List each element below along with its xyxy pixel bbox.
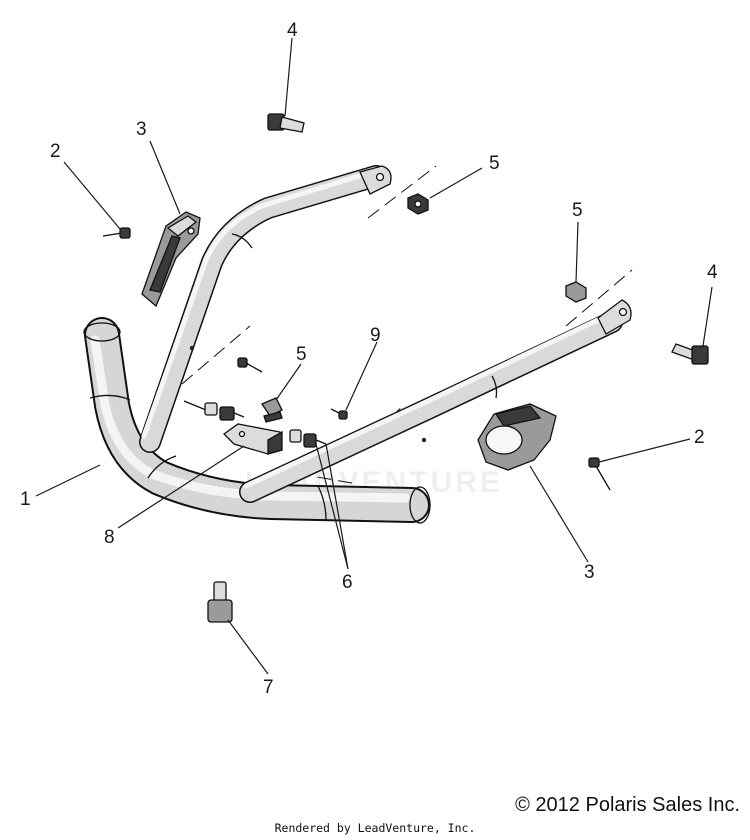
rivet-set-right [289,429,327,448]
callout-2-right: 2 [694,427,705,448]
flange-bolt-loose [207,581,233,623]
flange-bolt-top [267,113,305,133]
rivet-set-left [183,400,245,421]
callout-labels: 1 2 2 3 3 4 4 5 5 5 6 7 8 9 [20,20,718,698]
leader-lines [35,37,713,675]
copyright-notice: © 2012 Polaris Sales Inc. [515,794,740,816]
rendered-by-credit: Rendered by LeadVenture, Inc. [274,821,476,835]
callout-4-top: 4 [287,20,298,41]
bumper-tube-assembly [83,165,632,524]
callout-1: 1 [20,489,31,510]
callout-7: 7 [263,677,274,698]
callout-9: 9 [370,325,381,346]
mounting-plate [222,423,283,455]
callout-8: 8 [104,527,115,548]
guard-bracket-left [141,211,201,308]
callout-5-top: 5 [489,153,500,174]
callout-5-right: 5 [572,200,583,221]
callout-5-center: 5 [296,344,307,365]
screw-part-2-right [588,457,611,491]
screw-part-2-left [102,227,131,239]
callout-3-right: 3 [584,562,595,583]
callout-2-left: 2 [50,141,61,162]
screw-center-top [237,357,263,373]
nut-right [565,281,587,303]
guard-bracket-right [477,403,557,471]
callout-3-left: 3 [136,119,147,140]
nut-top [407,193,429,215]
callout-4-right: 4 [707,262,718,283]
flange-bolt-right [671,343,709,365]
screw-part-9 [330,408,348,420]
nut-center [261,397,283,423]
callout-6: 6 [342,572,353,593]
